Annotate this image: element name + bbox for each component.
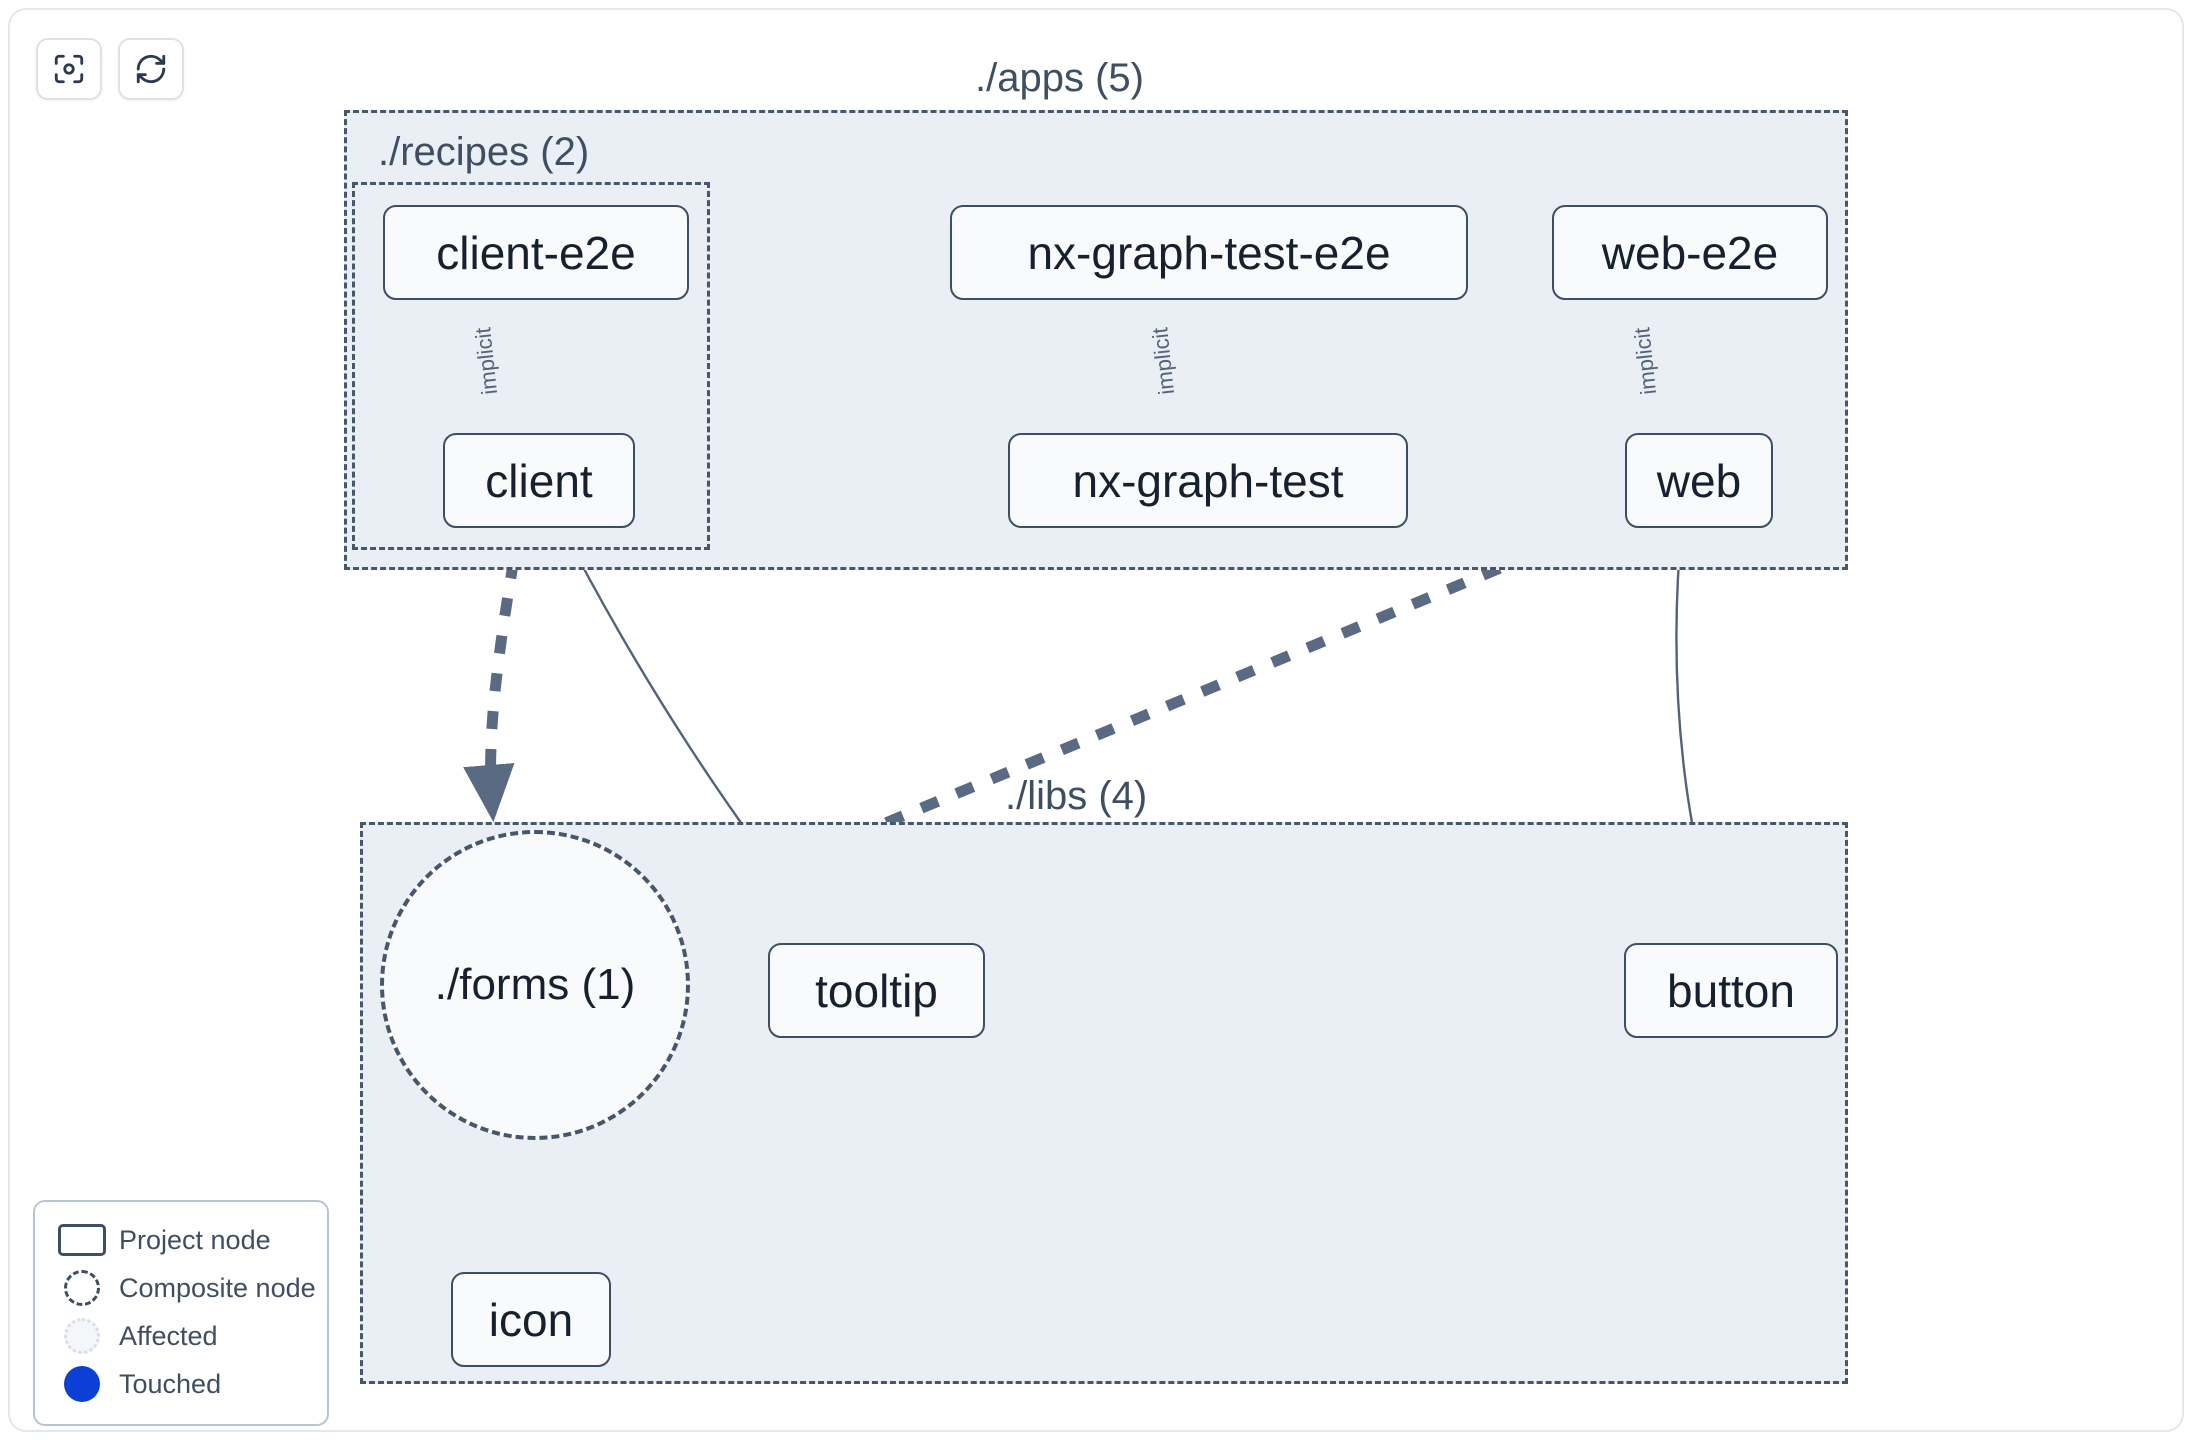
node-label: web [1656, 454, 1742, 507]
legend-item-touched: Touched [51, 1360, 311, 1408]
legend-label: Project node [119, 1224, 271, 1255]
node-label: icon [488, 1293, 574, 1346]
legend-item-affected: Affected [51, 1312, 311, 1360]
affected-swatch [51, 1318, 113, 1354]
node-client-e2e[interactable]: client-e2e [383, 205, 689, 300]
focus-graph-button[interactable] [36, 38, 102, 100]
node-label: nx-graph-test-e2e [1027, 226, 1391, 279]
legend-label: Touched [119, 1368, 222, 1399]
node-label: ./forms (1) [434, 960, 636, 1009]
node-forms-composite[interactable]: ./forms (1) [380, 830, 690, 1140]
node-web-e2e[interactable]: web-e2e [1552, 205, 1828, 300]
legend-label: Composite node [119, 1272, 316, 1303]
composite-node-swatch [51, 1270, 113, 1306]
node-button[interactable]: button [1624, 943, 1838, 1038]
refresh-graph-button[interactable] [118, 38, 184, 100]
node-label: nx-graph-test [1072, 454, 1344, 507]
legend-label: Affected [119, 1320, 218, 1351]
group-label-apps: ./apps (5) [975, 56, 1144, 100]
graph-legend: Project node Composite node Affected Tou… [33, 1200, 329, 1426]
legend-item-composite-node: Composite node [51, 1264, 316, 1312]
touched-swatch [51, 1366, 113, 1402]
node-tooltip[interactable]: tooltip [768, 943, 985, 1038]
node-label: tooltip [815, 964, 938, 1017]
group-label-recipes: ./recipes (2) [378, 130, 590, 174]
node-label: client-e2e [436, 226, 636, 279]
node-client[interactable]: client [443, 433, 635, 528]
focus-target-icon [52, 52, 86, 86]
refresh-icon [134, 52, 168, 86]
node-label: client [485, 454, 593, 507]
group-label-libs: ./libs (4) [1005, 774, 1148, 818]
project-node-swatch [51, 1224, 113, 1256]
node-icon[interactable]: icon [451, 1272, 611, 1367]
node-nx-graph-test[interactable]: nx-graph-test [1008, 433, 1408, 528]
legend-item-project-node: Project node [51, 1216, 311, 1264]
graph-toolbar [36, 38, 184, 100]
node-label: button [1667, 964, 1795, 1017]
node-web[interactable]: web [1625, 433, 1773, 528]
node-label: web-e2e [1601, 226, 1779, 279]
node-nx-graph-test-e2e[interactable]: nx-graph-test-e2e [950, 205, 1468, 300]
